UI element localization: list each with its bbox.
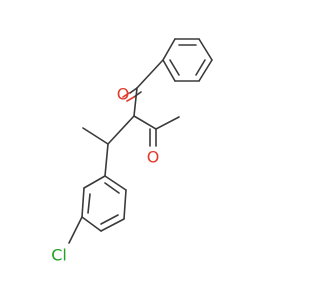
chlorophenyl-ring: Cl [51, 175, 127, 265]
bond [81, 187, 85, 218]
methyl-branch [82, 115, 135, 177]
bond [104, 175, 127, 191]
oxygen-atom-label: O [117, 85, 130, 104]
bond [83, 175, 106, 189]
bond [136, 59, 164, 89]
bond [198, 38, 213, 61]
bond [82, 127, 109, 145]
phenyl-ring [162, 38, 213, 82]
bond [133, 87, 138, 117]
bond [155, 116, 180, 130]
bond [68, 216, 83, 244]
bond [104, 143, 109, 177]
aromatic-inner-bond [195, 59, 206, 76]
bond [81, 216, 102, 232]
bond [133, 115, 157, 130]
oxygen-atom-label: O [147, 148, 160, 167]
bond [129, 87, 138, 94]
bond [107, 115, 135, 145]
structure-canvas: O O Cl [51, 38, 213, 265]
carbonyl-double-bond-inner [133, 91, 142, 98]
chemical-structure-diagram: O O Cl [51, 38, 213, 265]
aromatic-inner-bond [169, 59, 180, 76]
carbonyl-double-bond [122, 92, 130, 98]
carbonyl-double-bond-inner [126, 96, 135, 102]
chlorine-atom-label: Cl [51, 246, 67, 265]
benzoyl-carbonyl: O [117, 59, 164, 117]
bond [162, 38, 176, 61]
aromatic-inner-bond [100, 214, 119, 225]
acetyl-group: O [133, 115, 180, 167]
aromatic-inner-bond [104, 182, 120, 194]
bond [162, 59, 176, 82]
aromatic-inner-bond [87, 193, 91, 214]
bond [100, 218, 125, 232]
bond [123, 189, 127, 220]
bond [198, 59, 213, 82]
